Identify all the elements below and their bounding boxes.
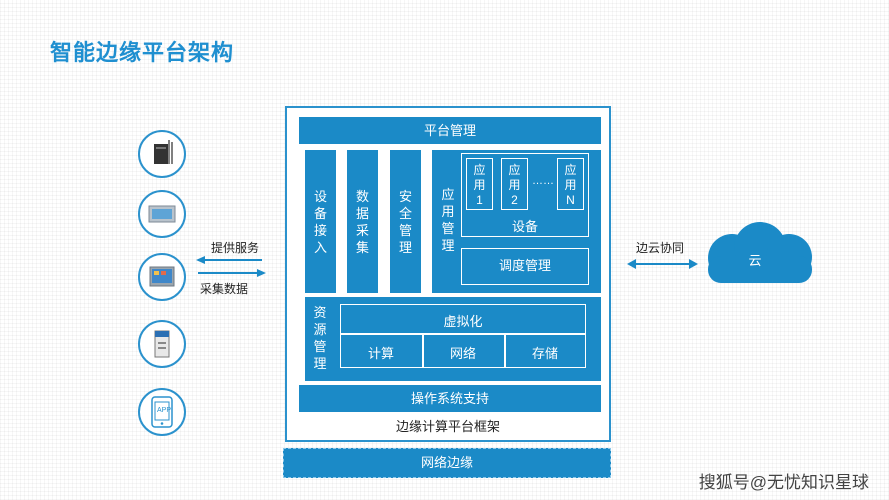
app-char: 应 xyxy=(564,163,577,177)
column-char: 集 xyxy=(355,240,369,255)
storage-label: 存储 xyxy=(531,346,558,361)
device-access-column: 设 备 接 入 xyxy=(305,150,336,293)
column-char: 接 xyxy=(313,223,327,238)
app-1-box: 应 用 1 xyxy=(466,158,493,210)
column-char: 资 xyxy=(313,305,327,320)
security-management-column: 安 全 管 理 xyxy=(390,150,421,293)
column-char: 数 xyxy=(355,189,369,204)
provide-service-label: 提供服务 xyxy=(211,241,260,255)
panel-display-icon xyxy=(138,190,186,238)
device-apps-group xyxy=(461,153,589,237)
column-char: 设 xyxy=(313,189,327,204)
column-char: 理 xyxy=(441,238,455,253)
column-char: 理 xyxy=(398,240,412,255)
data-collection-column: 数 据 采 集 xyxy=(347,150,378,293)
column-char: 采 xyxy=(355,223,369,238)
app-char: 2 xyxy=(511,193,518,207)
network-label: 网络 xyxy=(449,346,476,361)
app-2-box: 应 用 2 xyxy=(501,158,528,210)
mobile-app-icon: APP xyxy=(138,388,186,436)
column-char: 管 xyxy=(398,223,412,238)
scheduling-management-box: 调度管理 xyxy=(461,248,589,285)
compute-label: 计算 xyxy=(367,346,394,361)
app-char: 应 xyxy=(473,163,486,177)
left-arrows xyxy=(196,256,266,277)
app-char: N xyxy=(566,193,575,207)
app-management-label: 应 用 管 理 xyxy=(437,186,459,254)
column-char: 据 xyxy=(355,206,369,221)
network-edge-bar: 网络边缘 xyxy=(283,448,611,478)
column-char: 入 xyxy=(313,240,327,255)
gateway-icon xyxy=(138,130,186,178)
framework-caption: 边缘计算平台框架 xyxy=(395,419,500,434)
apps-ellipsis: …… xyxy=(532,175,554,187)
column-char: 应 xyxy=(441,187,455,202)
device-label: 设备 xyxy=(511,219,538,234)
virtualization-box xyxy=(340,304,586,368)
resource-management-label: 资 源 管 理 xyxy=(305,304,335,372)
column-char: 全 xyxy=(398,206,412,221)
app-char: 用 xyxy=(508,178,521,192)
app-n-box: 应 用 N xyxy=(557,158,584,210)
watermark: 搜狐号@无忧知识星球 xyxy=(698,473,869,492)
os-support-bar: 操作系统支持 xyxy=(299,385,601,412)
app-char: 用 xyxy=(564,178,577,192)
touch-screen-icon xyxy=(138,253,186,301)
cloud-label: 云 xyxy=(748,253,762,268)
column-char: 管 xyxy=(313,339,327,354)
edge-cloud-label: 边云协同 xyxy=(636,241,685,255)
cloud-icon xyxy=(708,222,812,283)
column-char: 用 xyxy=(441,204,455,219)
virtualization-label: 虚拟化 xyxy=(443,314,483,329)
column-char: 源 xyxy=(313,322,327,337)
column-char: 管 xyxy=(441,221,455,236)
app-char: 应 xyxy=(508,163,521,177)
app-char: 1 xyxy=(476,193,483,207)
app-char: 用 xyxy=(473,178,486,192)
edge-cloud-arrow xyxy=(627,259,698,269)
column-char: 安 xyxy=(398,189,412,204)
divider xyxy=(340,333,586,335)
divider xyxy=(422,333,424,368)
platform-management-bar: 平台管理 xyxy=(299,117,601,144)
divider xyxy=(504,333,506,368)
page-title: 智能边缘平台架构 xyxy=(50,40,235,65)
controller-icon xyxy=(138,320,186,368)
app-management-block xyxy=(432,150,601,293)
app-icon-label: APP xyxy=(156,407,171,414)
column-char: 理 xyxy=(313,356,327,371)
column-char: 备 xyxy=(313,206,327,221)
collect-data-label: 采集数据 xyxy=(200,282,249,296)
